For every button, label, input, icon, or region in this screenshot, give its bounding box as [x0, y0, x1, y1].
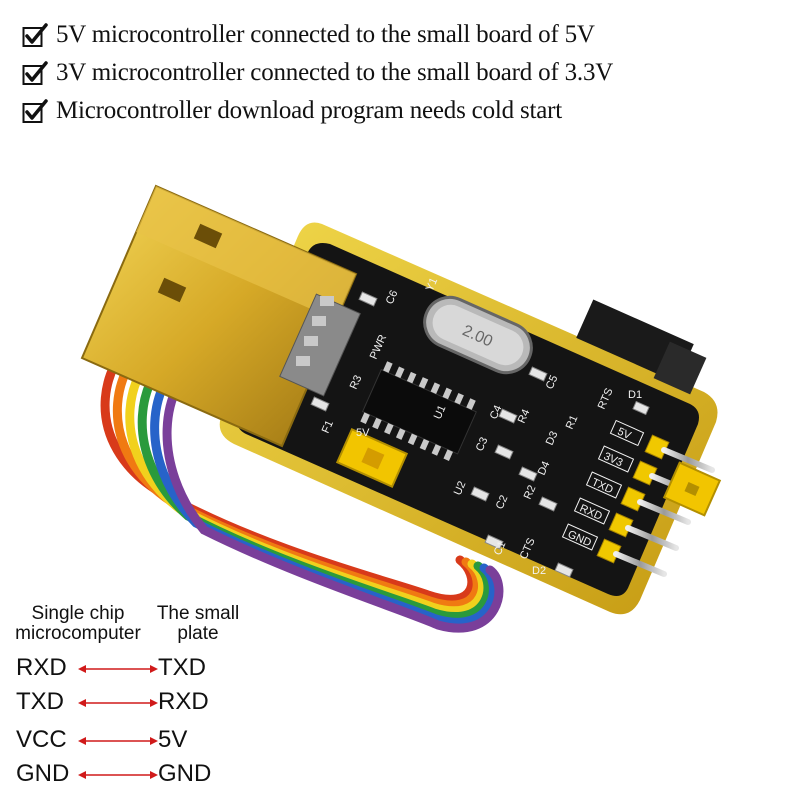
crystal-oscillator: 2.00 [423, 295, 533, 375]
plate-pin-label: 5V [158, 726, 188, 753]
silk-f1: F1 [320, 419, 336, 436]
mcu-pin-label: VCC [16, 726, 67, 753]
voltage-jumper: 5V [335, 427, 409, 488]
silk-d2: D2 [532, 565, 546, 577]
ribbon-cable [100, 313, 504, 633]
feature-item: 5V microcontroller connected to the smal… [22, 16, 782, 54]
smd-components [310, 291, 650, 578]
silk-c4: C4 [488, 403, 505, 421]
connection-row: TXD RXD [8, 686, 248, 720]
check-icon [22, 99, 48, 123]
feature-text: 5V microcontroller connected to the smal… [56, 21, 595, 48]
feature-item: 3V microcontroller connected to the smal… [22, 54, 782, 92]
silk-jumper-5v: 5V [356, 427, 370, 439]
header-pins [596, 434, 722, 577]
feature-item: Microcontroller download program needs c… [22, 92, 782, 130]
silk-c1: C1 [492, 539, 509, 557]
plate-pin-label: TXD [158, 654, 206, 681]
check-icon [22, 61, 48, 85]
mcu-pin-label: GND [16, 760, 70, 787]
double-arrow-icon [78, 665, 158, 673]
main-chip [360, 361, 477, 461]
silk-u2: U2 [452, 479, 469, 497]
mcu-pin-label: RXD [16, 654, 67, 681]
header-small-plate: The small plate [156, 603, 240, 644]
plate-pin-label: RXD [158, 688, 209, 715]
feature-text: Microcontroller download program needs c… [56, 97, 563, 124]
pin-label-5v: 5V [616, 426, 634, 443]
silk-d3: D3 [544, 429, 561, 447]
silk-c3: C3 [474, 435, 491, 453]
connection-row: VCC 5V [8, 724, 248, 758]
silk-c6: C6 [384, 288, 401, 306]
silk-d1: D1 [628, 389, 642, 401]
silk-c5: C5 [544, 373, 561, 391]
silk-y1: Y1 [424, 276, 440, 293]
feature-list: 5V microcontroller connected to the smal… [22, 16, 782, 130]
silk-r2: R2 [522, 483, 539, 501]
usb-plug [80, 184, 361, 448]
silk-u1: U1 [432, 403, 449, 421]
double-arrow-icon [78, 771, 158, 779]
connection-diagram: Single chip microcomputer The small plat… [8, 600, 248, 795]
connection-row: RXD TXD [8, 652, 248, 686]
check-icon [22, 23, 48, 47]
silk-c2: C2 [494, 493, 511, 511]
feature-text: 3V microcontroller connected to the smal… [56, 59, 614, 86]
wire-purple [162, 353, 504, 633]
double-arrow-icon [78, 699, 158, 707]
silk-r4: R4 [516, 407, 533, 425]
silk-r1: R1 [564, 413, 581, 431]
mcu-pin-label: TXD [16, 688, 64, 715]
pin-jumper [662, 461, 722, 517]
plate-pin-label: GND [158, 760, 212, 787]
connection-row: GND GND [8, 758, 248, 792]
silk-r3: R3 [348, 373, 365, 391]
dupont-connector [576, 299, 707, 395]
double-arrow-icon [78, 737, 158, 745]
header-single-chip: Single chip microcomputer [15, 603, 141, 644]
silk-d4: D4 [536, 459, 553, 477]
